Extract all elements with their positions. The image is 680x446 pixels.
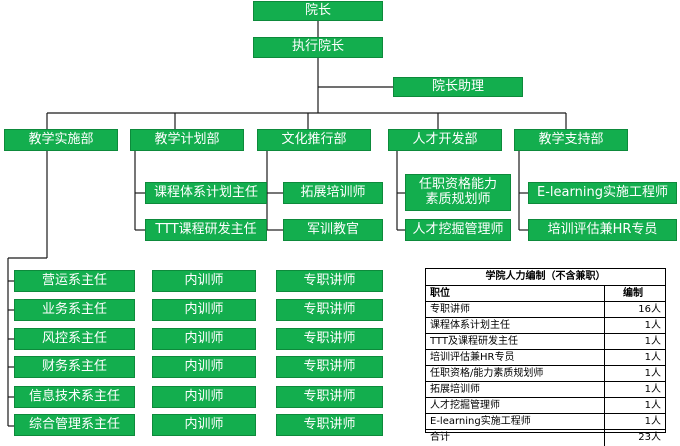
row-position: 专职讲师 bbox=[426, 302, 605, 317]
row-position: 培训评估兼HR专员 bbox=[426, 350, 605, 365]
dept-talent-development: 人才开发部 bbox=[388, 129, 502, 151]
table-row: E-learning实施工程师 1人 bbox=[426, 414, 665, 430]
staffing-table: 学院人力编制（不含兼职） 职位 编制 专职讲师 16人 课程体系计划主任 1人 … bbox=[425, 268, 666, 446]
header-count: 编制 bbox=[623, 288, 643, 299]
impl-internal-trainer: 内训师 bbox=[152, 328, 256, 350]
impl-director-business: 业务系主任 bbox=[14, 299, 135, 321]
row-position: 拓展培训师 bbox=[426, 382, 605, 397]
executive-president-box: 执行院长 bbox=[253, 37, 383, 58]
row-position: TTT及课程研发主任 bbox=[426, 334, 605, 349]
role-elearning-engineer: E-learning实施工程师 bbox=[528, 182, 677, 204]
row-count: 1人 bbox=[644, 352, 661, 363]
row-count: 1人 bbox=[644, 416, 661, 427]
row-count: 1人 bbox=[644, 368, 661, 379]
dept-teaching-planning: 教学计划部 bbox=[130, 129, 244, 151]
row-count: 1人 bbox=[644, 336, 661, 347]
impl-director-it: 信息技术系主任 bbox=[14, 386, 135, 408]
org-connector-lines bbox=[7, 21, 567, 427]
row-position: 人才挖掘管理师 bbox=[426, 398, 605, 413]
role-evaluation-hr-specialist: 培训评估兼HR专员 bbox=[528, 219, 677, 241]
staffing-table-header: 职位 编制 bbox=[426, 286, 665, 302]
dept-teaching-implementation: 教学实施部 bbox=[4, 129, 118, 151]
impl-internal-trainer: 内训师 bbox=[152, 270, 256, 292]
impl-full-time-lecturer: 专职讲师 bbox=[276, 356, 383, 378]
role-curriculum-planning-director: 课程体系计划主任 bbox=[145, 182, 267, 204]
table-row: 拓展培训师 1人 bbox=[426, 382, 665, 398]
table-row: TTT及课程研发主任 1人 bbox=[426, 334, 665, 350]
president-box: 院长 bbox=[253, 1, 383, 21]
role-talent-mining-manager: 人才挖掘管理师 bbox=[405, 219, 511, 241]
impl-internal-trainer: 内训师 bbox=[152, 386, 256, 408]
role-outdoor-trainer: 拓展培训师 bbox=[283, 182, 383, 204]
impl-director-finance: 财务系主任 bbox=[14, 356, 135, 378]
impl-full-time-lecturer: 专职讲师 bbox=[276, 328, 383, 350]
role-competency-planner: 任职资格能力素质规划师 bbox=[405, 174, 511, 211]
impl-director-risk: 风控系主任 bbox=[14, 328, 135, 350]
impl-internal-trainer: 内训师 bbox=[152, 299, 256, 321]
header-position: 职位 bbox=[426, 286, 605, 301]
role-ttt-course-director: TTT课程研发主任 bbox=[145, 219, 267, 241]
table-row: 人才挖掘管理师 1人 bbox=[426, 398, 665, 414]
row-count: 1人 bbox=[644, 400, 661, 411]
president-assistant-box: 院长助理 bbox=[393, 77, 523, 97]
row-position: 课程体系计划主任 bbox=[426, 318, 605, 333]
table-row: 任职资格/能力素质规划师 1人 bbox=[426, 366, 665, 382]
dept-culture-promotion: 文化推行部 bbox=[257, 129, 371, 151]
impl-full-time-lecturer: 专职讲师 bbox=[276, 414, 383, 436]
impl-internal-trainer: 内训师 bbox=[152, 356, 256, 378]
table-row: 课程体系计划主任 1人 bbox=[426, 318, 665, 334]
row-position: E-learning实施工程师 bbox=[426, 414, 605, 429]
row-position: 合计 bbox=[426, 430, 605, 446]
role-competency-planner-label: 任职资格能力素质规划师 bbox=[418, 176, 497, 207]
impl-director-admin: 综合管理系主任 bbox=[14, 414, 135, 436]
table-total-row: 合计 23人 bbox=[426, 430, 665, 446]
role-military-instructor: 军训教官 bbox=[283, 219, 383, 241]
impl-full-time-lecturer: 专职讲师 bbox=[276, 270, 383, 292]
table-row: 专职讲师 16人 bbox=[426, 302, 665, 318]
table-row: 培训评估兼HR专员 1人 bbox=[426, 350, 665, 366]
impl-internal-trainer: 内训师 bbox=[152, 414, 256, 436]
impl-full-time-lecturer: 专职讲师 bbox=[276, 386, 383, 408]
row-position: 任职资格/能力素质规划师 bbox=[426, 366, 605, 381]
row-count: 1人 bbox=[644, 320, 661, 331]
dept-teaching-support: 教学支持部 bbox=[514, 129, 628, 151]
staffing-table-title: 学院人力编制（不含兼职） bbox=[426, 269, 665, 286]
row-count: 1人 bbox=[644, 384, 661, 395]
impl-full-time-lecturer: 专职讲师 bbox=[276, 299, 383, 321]
row-count: 23人 bbox=[638, 432, 661, 443]
impl-director-ops: 营运系主任 bbox=[14, 270, 135, 292]
row-count: 16人 bbox=[638, 304, 661, 315]
